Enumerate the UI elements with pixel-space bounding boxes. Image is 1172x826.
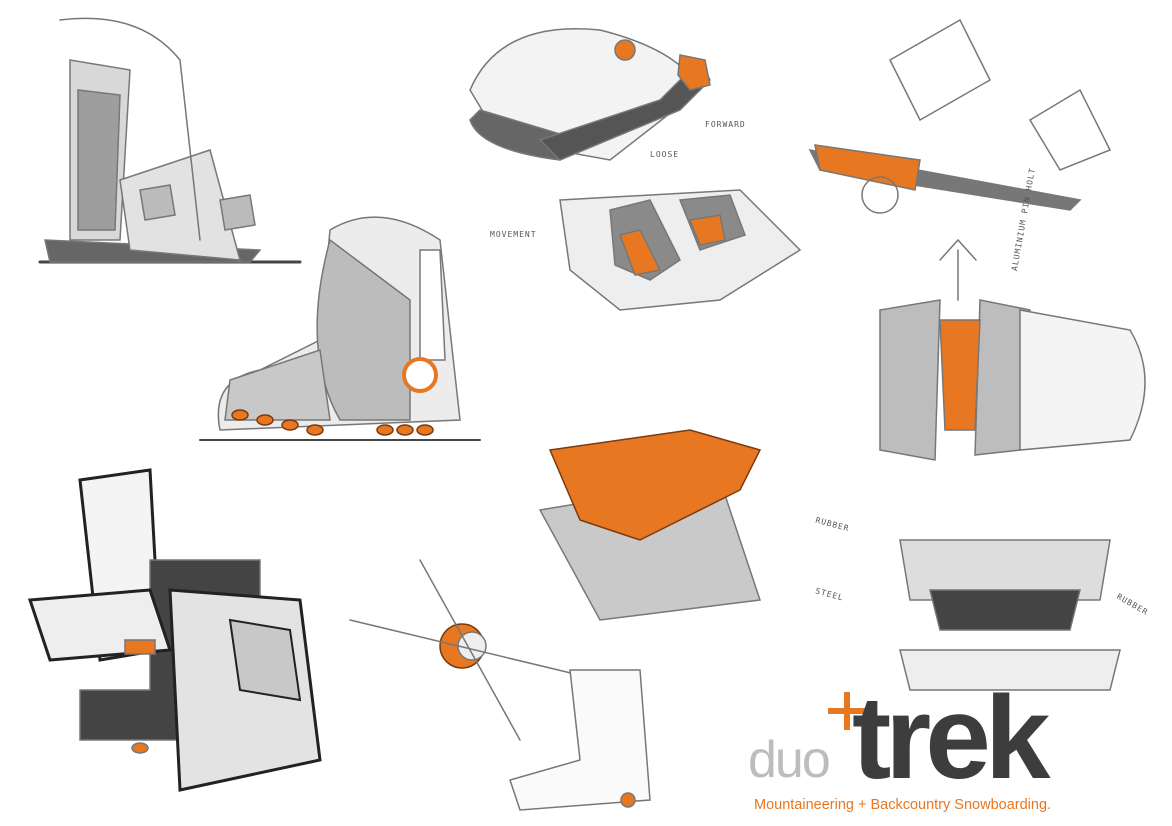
annotation-forward: FORWARD <box>705 120 746 129</box>
boot-sketch-side <box>199 216 481 441</box>
duotrek-logo: duo trek Mountaineering + Backcountry Sn… <box>748 672 1158 822</box>
logo-tagline: Mountaineering + Backcountry Snowboardin… <box>754 797 1052 813</box>
dial-sketch <box>349 559 601 741</box>
annotation-movement: MOVEMENT <box>490 230 537 239</box>
binding-sketch-tray <box>559 189 802 311</box>
binding-sketch-highback <box>808 18 1112 214</box>
binding-sketch-top <box>469 28 711 161</box>
logo-prefix: duo <box>748 731 831 789</box>
baseplate-sketch <box>538 429 762 621</box>
pin-mechanism-sketch <box>899 539 1121 691</box>
binding-sketch-topview <box>879 238 1146 461</box>
boot-sketch-marker <box>27 468 322 792</box>
annotation-loose: LOOSE <box>650 150 680 159</box>
logo-name: trek <box>852 672 1050 804</box>
plus-icon <box>828 692 866 730</box>
boot-sketch-outline <box>509 669 651 811</box>
binding-sketch-side <box>38 17 302 264</box>
